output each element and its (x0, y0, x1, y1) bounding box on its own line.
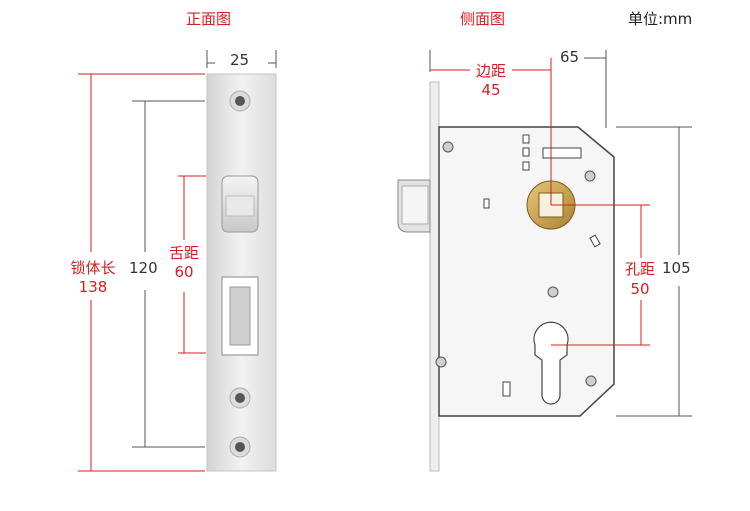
unit-label: 单位:mm (628, 10, 693, 28)
side-depth-dimension-lines (429, 50, 607, 128)
lock-body (435, 126, 615, 417)
inner-height-value: 120 (129, 259, 158, 277)
faceplate-mid-screw-hole (229, 387, 251, 409)
side-hole-distance-dimension-lines (551, 204, 650, 346)
body-length-label: 锁体长 (70, 259, 116, 277)
front-tongue-distance-dimension-lines (178, 175, 206, 354)
tongue-distance-label: 舌距 (168, 244, 199, 262)
body-slots (483, 134, 601, 397)
side-height-dimension-lines (616, 126, 692, 417)
front-view-title: 正面图 (186, 10, 232, 28)
side-faceplate (429, 81, 440, 472)
front-width-value: 25 (230, 51, 250, 69)
faceplate-bottom-screw-hole (229, 436, 251, 458)
faceplate-top-screw-hole (229, 90, 251, 112)
backset-label: 边距 (475, 62, 506, 80)
front-faceplate (206, 73, 277, 472)
side-view-title: 侧面图 (460, 10, 506, 28)
backset-value: 45 (481, 81, 501, 99)
hole-distance-value: 50 (630, 280, 650, 298)
tongue-distance-value: 60 (174, 263, 194, 281)
body-length-value: 138 (78, 278, 108, 296)
front-width-dimension-lines (206, 50, 277, 68)
side-backset-dimension-lines (430, 58, 552, 205)
latch-bolt (221, 175, 259, 233)
front-inner-height-dimension-lines (132, 100, 205, 448)
front-body-length-dimension-lines (78, 73, 205, 472)
deadbolt-slot (221, 276, 259, 356)
side-depth-value: 65 (560, 48, 580, 66)
hole-distance-label: 孔距 (624, 260, 655, 278)
body-screws (435, 141, 597, 387)
side-height-value: 105 (662, 259, 691, 277)
